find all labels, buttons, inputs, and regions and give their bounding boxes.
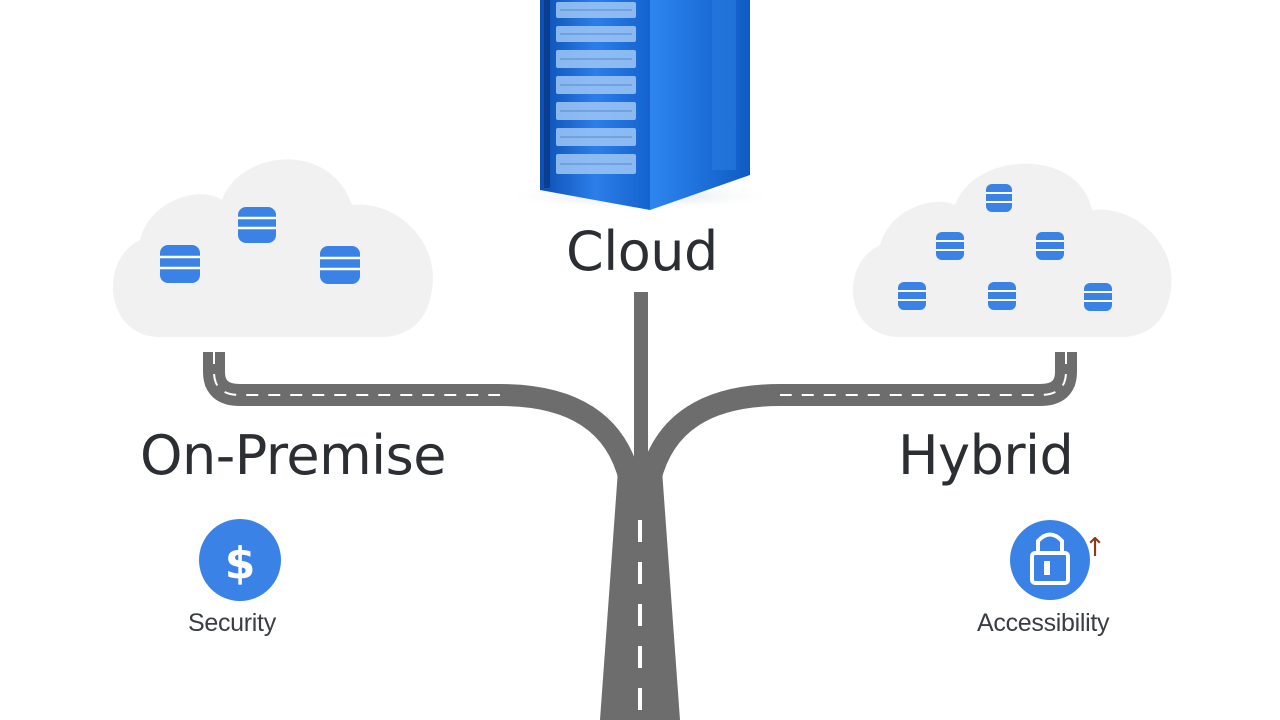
database-icon bbox=[320, 246, 360, 284]
database-icon bbox=[936, 232, 964, 260]
on-premise-label: On-Premise bbox=[140, 424, 447, 487]
dollar-icon: $ bbox=[199, 519, 281, 601]
hybrid-cloud bbox=[852, 163, 1172, 337]
database-icon bbox=[988, 282, 1016, 310]
database-icon bbox=[238, 207, 276, 243]
database-icon bbox=[986, 184, 1012, 212]
database-icon bbox=[1036, 232, 1064, 260]
security-label: Security bbox=[188, 609, 276, 637]
server-rack-icon bbox=[500, 0, 780, 210]
arrow-up-icon: ↑ bbox=[1084, 533, 1106, 563]
on-premise-cloud bbox=[112, 159, 433, 337]
roads bbox=[203, 292, 1077, 720]
hybrid-label: Hybrid bbox=[898, 424, 1074, 487]
accessibility-label: Accessibility bbox=[977, 609, 1110, 637]
cloud-label: Cloud bbox=[566, 220, 718, 283]
database-icon bbox=[898, 282, 926, 310]
database-icon bbox=[1084, 283, 1112, 311]
dollar-glyph: $ bbox=[225, 538, 256, 589]
database-icon bbox=[160, 245, 200, 283]
padlock-icon: ↑ bbox=[1010, 520, 1106, 600]
